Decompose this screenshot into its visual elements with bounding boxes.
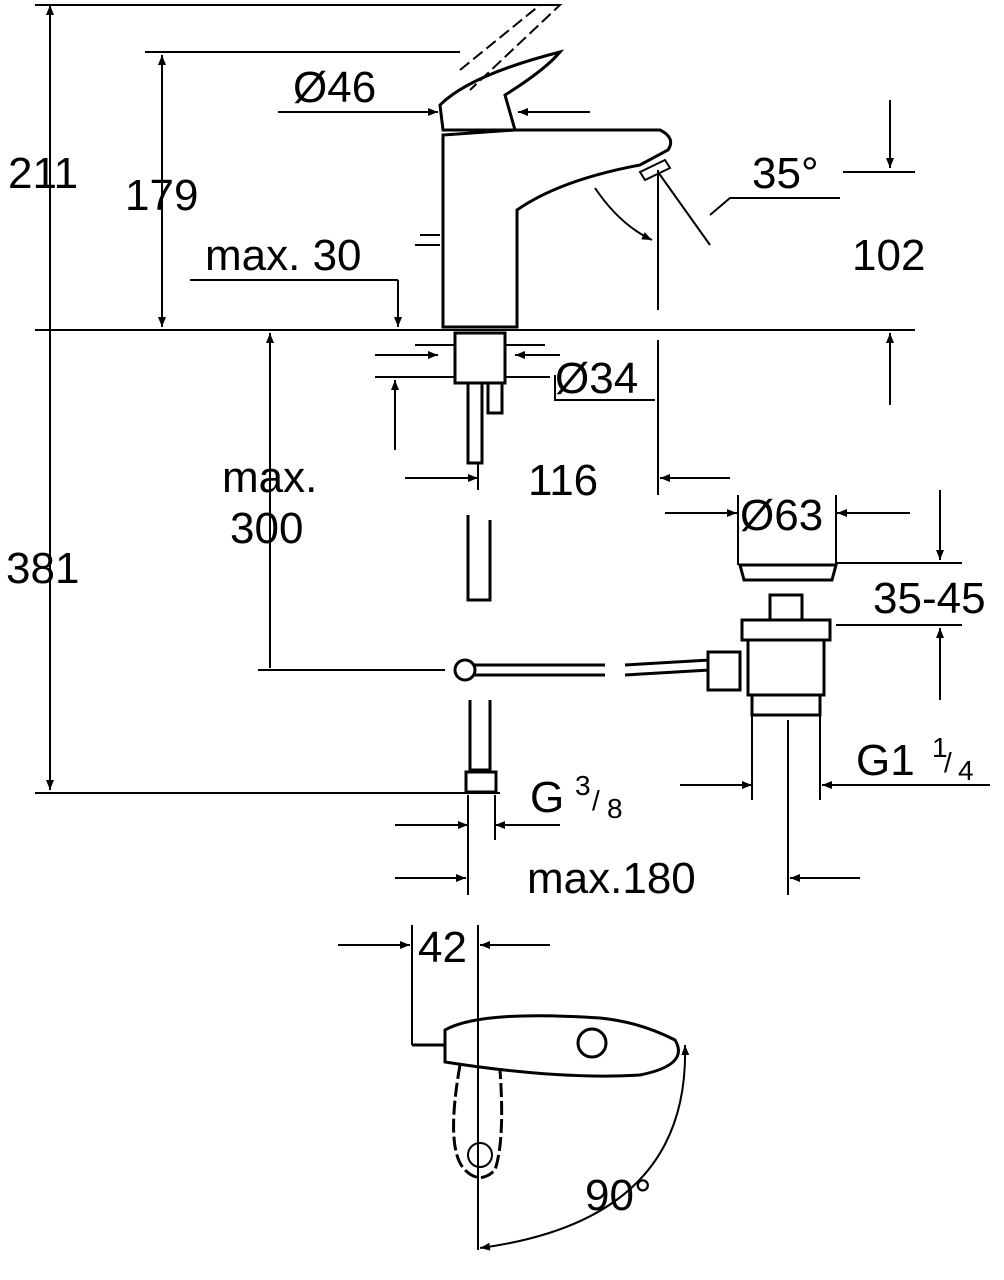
label-max-180: max.180 (527, 854, 696, 903)
label-diameter-63: Ø63 (740, 491, 823, 540)
label-max: max. (222, 453, 317, 502)
label-90-deg: 90° (585, 1171, 652, 1220)
label-g1-den: 4 (958, 755, 974, 786)
label-116: 116 (528, 456, 598, 505)
supply-and-rod (453, 515, 711, 794)
label-102: 102 (852, 231, 925, 280)
label-max-30: max. 30 (205, 231, 362, 280)
label-g1-slash: / (944, 747, 952, 778)
dimension-labels: 211 179 Ø46 max. 30 35° 102 Ø34 max. 300… (6, 63, 986, 1220)
label-g-den: 8 (607, 793, 623, 824)
label-g-num: 3 (575, 770, 591, 801)
label-300: 300 (230, 504, 303, 553)
label-g-slash: / (592, 785, 600, 816)
label-diameter-34: Ø34 (555, 354, 638, 403)
label-381: 381 (6, 544, 79, 593)
label-179: 179 (125, 171, 198, 220)
label-diameter-46: Ø46 (293, 63, 376, 112)
dimension-lines (35, 4, 990, 1251)
label-42: 42 (418, 923, 467, 972)
label-35-45: 35-45 (873, 574, 986, 623)
label-211: 211 (8, 149, 78, 198)
pop-up-waste (706, 563, 838, 780)
label-g1: G1 (856, 736, 915, 785)
faucet-side-view (415, 4, 673, 465)
label-g: G (530, 773, 564, 822)
label-g1-num: 1 (932, 732, 948, 763)
faucet-top-view (412, 1014, 680, 1179)
label-35-deg: 35° (752, 149, 819, 198)
